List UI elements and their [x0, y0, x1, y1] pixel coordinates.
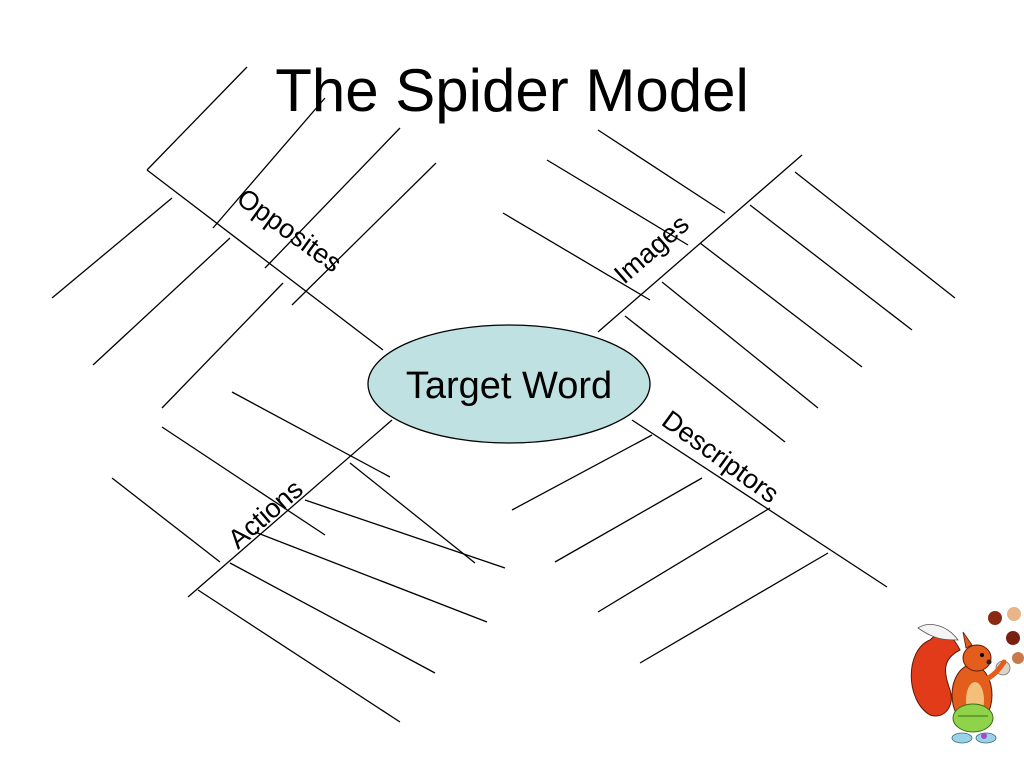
leg-actions-detail-line — [197, 589, 401, 723]
leg-descriptors: Descriptors — [511, 405, 888, 664]
leg-images-detail-line — [624, 315, 786, 443]
leg-opposites-detail-line — [264, 127, 401, 269]
leg-opposites-spine — [146, 169, 384, 351]
target-word-label: Target Word — [406, 365, 612, 407]
leg-actions-spine — [187, 419, 393, 598]
leg-images-detail-line — [661, 281, 819, 409]
leg-label-actions: Actions — [222, 474, 309, 555]
leg-actions-detail-line — [229, 562, 436, 674]
leg-opposites-detail-line — [92, 237, 231, 366]
leg-opposites-detail-line — [51, 197, 173, 299]
leg-opposites-detail-line — [146, 66, 248, 171]
leg-images-detail-line — [546, 159, 689, 246]
leg-opposites-detail-line — [161, 282, 284, 409]
leg-images-detail-line — [699, 242, 863, 368]
leg-images-detail-line — [502, 212, 651, 301]
leg-actions-detail-line — [304, 499, 506, 569]
target-word-node: Target Word — [367, 324, 651, 444]
leg-actions-detail-line — [231, 391, 391, 478]
leg-images-detail-line — [749, 204, 913, 331]
leg-descriptors-detail-line — [639, 552, 829, 664]
leg-actions-detail-line — [254, 531, 488, 623]
leg-opposites-detail-line — [212, 97, 326, 229]
leg-images-detail-line — [597, 129, 726, 214]
leg-actions-detail-line — [161, 426, 326, 536]
leg-descriptors-detail-line — [597, 507, 771, 613]
leg-descriptors-detail-line — [511, 434, 653, 511]
leg-actions-detail-line — [349, 462, 476, 564]
leg-opposites-detail-line — [291, 162, 437, 306]
leg-images-detail-line — [794, 171, 956, 299]
leg-actions-detail-line — [111, 477, 221, 563]
slide-title: The Spider Model — [275, 57, 749, 124]
squirrel-juggler-clipart-icon — [910, 607, 1024, 744]
leg-actions: Actions — [111, 391, 506, 723]
leg-label-images: Images — [608, 209, 695, 290]
leg-label-opposites: Opposites — [231, 183, 347, 279]
leg-descriptors-detail-line — [554, 477, 703, 563]
leg-opposites: Opposites — [51, 66, 437, 409]
leg-descriptors-spine — [631, 419, 888, 588]
target-word-ellipse — [367, 324, 651, 444]
